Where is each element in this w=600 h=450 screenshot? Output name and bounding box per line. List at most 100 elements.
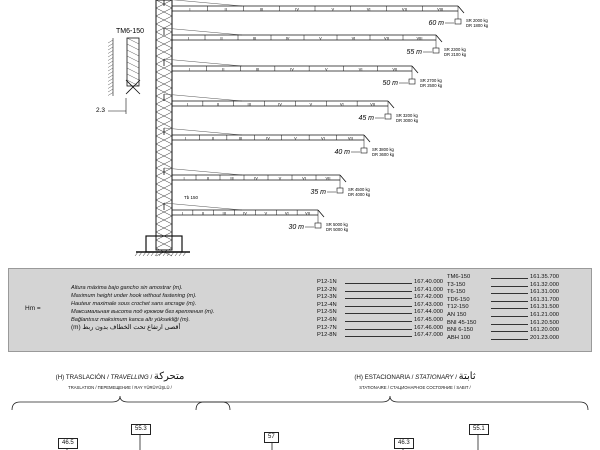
dr-capacity: DR 5000 kg <box>326 227 349 232</box>
jib-section-label: VII <box>392 66 397 71</box>
jib-tie <box>172 0 243 7</box>
row-label: T3-150 <box>447 281 466 288</box>
row-value: 161.31.700 <box>530 296 560 303</box>
description-ar: (m) أقصى ارتفاع تحت الخطاف بدون ربط <box>71 324 181 331</box>
jib-section-label: VIII <box>416 35 422 40</box>
wall-hatch <box>107 85 114 89</box>
row-label: BNI 6-150 <box>447 327 474 334</box>
jib-section-label: I <box>188 35 189 40</box>
tower-lattice <box>126 37 140 45</box>
mast-lattice <box>155 191 173 201</box>
jib-section-label: III <box>253 35 256 40</box>
wall-hatch <box>107 53 114 58</box>
mast-lattice <box>155 71 173 81</box>
height-value-box: 46.3 <box>394 438 414 449</box>
mast-lattice <box>155 39 173 49</box>
stationary-title-en: STATIONARY <box>415 374 454 381</box>
jib-section-label: IV <box>243 210 247 215</box>
row-value: 167.40.000 <box>414 279 444 285</box>
wall-hatch <box>107 71 114 75</box>
height-value-box: 46.5 <box>58 438 78 449</box>
jib-section-label: I <box>183 175 184 180</box>
wall-hatch <box>107 39 114 44</box>
leader-line <box>491 300 528 302</box>
ground-hatch <box>166 251 171 257</box>
wall-hatch <box>107 43 114 47</box>
wall-hatch <box>107 50 114 54</box>
jib-tie <box>163 202 243 211</box>
leader-line <box>345 298 412 300</box>
row-value: 161.31.500 <box>530 304 560 311</box>
jib-section-label: II <box>207 175 209 180</box>
jib-section-label: VI <box>302 175 306 180</box>
ground-hatch <box>162 251 167 257</box>
jib-section-label: IV <box>254 175 258 180</box>
jib-section-label: V <box>265 210 268 215</box>
leader-line <box>345 321 412 322</box>
jib-section-label: VII <box>370 101 375 106</box>
mast-lattice <box>155 215 173 225</box>
tower-label: TM6-150 <box>116 28 144 35</box>
height-reference-panel: Hm = Altura máxima bajo gancho sin amost… <box>8 268 592 352</box>
stationary-title-ar: ثابتة <box>458 371 476 382</box>
mast-outline <box>155 0 173 251</box>
jib-length-label: 40 m <box>334 149 350 156</box>
jib-section-label: V <box>332 6 335 11</box>
jib-tie <box>163 93 243 102</box>
jib-tie <box>163 167 243 176</box>
wall-hatch <box>107 60 114 65</box>
height-value-box: 57 <box>264 432 279 443</box>
description-ru: Максимальная высота под крюком без крепл… <box>71 309 215 315</box>
jib-section-label: IV <box>290 66 294 71</box>
row-value: 167.46.000 <box>414 324 444 331</box>
jib-section-label: I <box>185 135 186 140</box>
height-description: Altura máxima bajo gancho sin amostrar (… <box>71 284 214 332</box>
sr-capacity: SR 4500 kg <box>348 187 371 192</box>
wall-hatch <box>107 46 114 51</box>
jib-tip <box>435 34 443 43</box>
row-label: BNI 45-150 <box>447 319 477 326</box>
ground-hatch <box>174 251 179 257</box>
hook-block <box>432 47 440 54</box>
wall-hatch <box>107 92 114 96</box>
jib-section-label: IV <box>266 135 270 140</box>
tower-lattice <box>126 43 140 51</box>
row-value: 161.32.000 <box>530 281 560 288</box>
jib-section-label: IV <box>295 6 299 11</box>
jib-section-label: III <box>247 101 250 106</box>
jib-section-label: VI <box>285 210 289 215</box>
ground-hatch <box>142 251 147 257</box>
jib-section-label: VI <box>340 101 344 106</box>
row-value: 161.31.000 <box>530 289 560 296</box>
row-label: T6-150 <box>447 289 466 296</box>
jib-section-label: V <box>319 35 322 40</box>
mast-lattice <box>155 7 173 17</box>
row-value: 161.21.000 <box>530 312 560 318</box>
hook-block <box>408 78 416 85</box>
jib-section-label: III <box>260 6 263 11</box>
travelling-bracket <box>11 395 231 411</box>
row-label: P12-1N <box>317 279 337 285</box>
leader-line <box>345 336 412 338</box>
row-value: 167.44.000 <box>414 309 444 316</box>
height-value-box: 55.1 <box>469 424 489 435</box>
jib-section-label: VII <box>348 135 353 140</box>
hook-block <box>336 187 344 194</box>
jib-section-label: II <box>202 210 204 215</box>
height-value-box: 55.3 <box>131 424 151 435</box>
ground-hatch <box>150 251 155 257</box>
jib-length-label: 50 m <box>382 80 398 87</box>
mast-lattice <box>155 239 173 249</box>
jib-section-label: III <box>256 66 259 71</box>
jib-section-label: VII <box>326 175 331 180</box>
tower-brace <box>125 79 141 95</box>
tower-lattice <box>126 49 140 57</box>
jib-section-label: I <box>187 101 188 106</box>
